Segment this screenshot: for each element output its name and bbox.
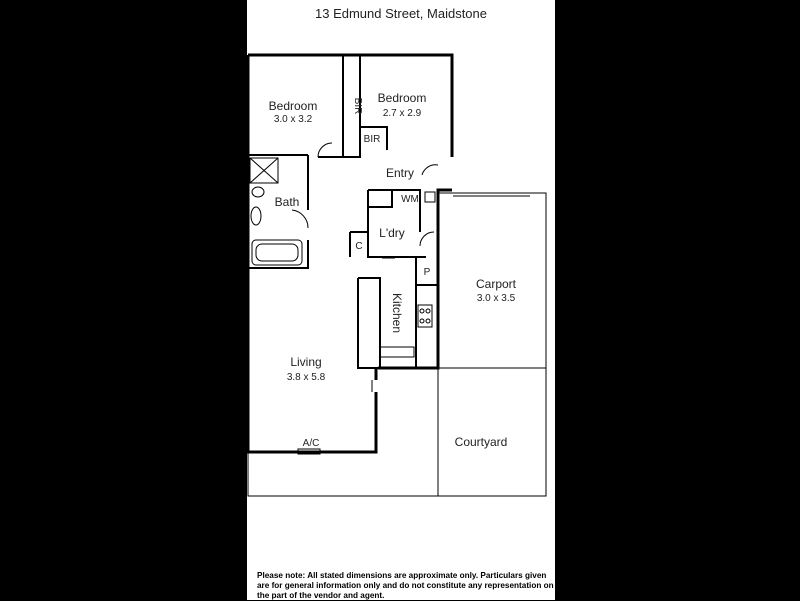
ac-label: A/C <box>303 438 320 449</box>
floorplan-sheet <box>247 0 555 600</box>
trough <box>424 191 436 203</box>
bedroom2-label: Bedroom <box>378 91 427 105</box>
bir2-label: BIR <box>364 134 381 145</box>
cooktop <box>417 304 433 328</box>
property-address: 13 Edmund Street, Maidstone <box>315 6 487 21</box>
kitchen-label: Kitchen <box>390 293 404 333</box>
burner <box>425 308 431 314</box>
bath-label: Bath <box>275 195 300 209</box>
bath-tub-inner <box>255 243 299 262</box>
living-dims: 3.8 x 5.8 <box>287 372 326 383</box>
carport-label: Carport <box>476 277 517 291</box>
bedroom1-dims: 3.0 x 3.2 <box>274 114 313 125</box>
cupboard-label: C <box>355 241 362 252</box>
toilet <box>251 186 265 198</box>
laundry-label: L'dry <box>379 226 405 240</box>
internal-walls <box>248 55 439 369</box>
sink <box>379 346 415 358</box>
basin <box>250 206 262 226</box>
carport-boundary <box>247 192 547 497</box>
disclaimer: Please note: All stated dimensions are a… <box>257 571 554 600</box>
ac-unit <box>297 448 321 455</box>
burner <box>419 318 425 324</box>
burner <box>419 308 425 314</box>
shower-cross <box>249 157 279 184</box>
living-label: Living <box>290 355 321 369</box>
entry-label: Entry <box>386 166 414 180</box>
wm-label: WM <box>401 194 419 205</box>
shower <box>249 157 279 184</box>
carport-dims: 3.0 x 3.5 <box>477 293 516 304</box>
burner <box>425 318 431 324</box>
courtyard-label: Courtyard <box>455 435 508 449</box>
door-swing <box>291 142 439 392</box>
courtyard-divider <box>437 367 546 496</box>
bedroom1-label: Bedroom <box>269 99 318 113</box>
bir1-label: BIR <box>352 98 363 115</box>
bedroom2-dims: 2.7 x 2.9 <box>383 108 422 119</box>
pantry-label: P <box>424 267 431 278</box>
bath-tub <box>251 239 303 266</box>
